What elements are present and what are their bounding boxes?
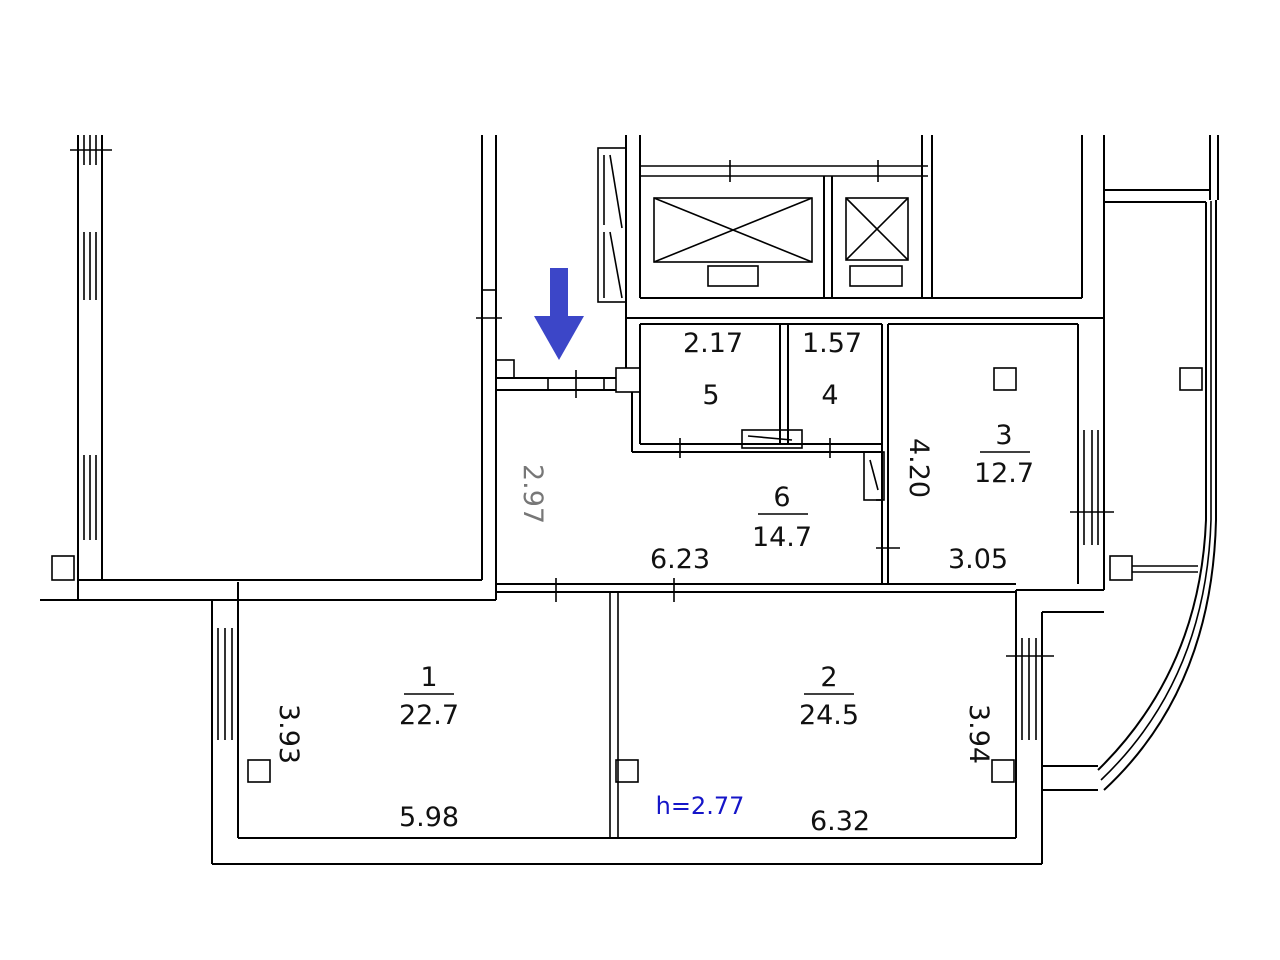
room4-width: 1.57 — [802, 328, 862, 359]
room-2-label: 2 24.5 6.32 3.94 h=2.77 — [656, 662, 994, 837]
room6-width: 6.23 — [650, 544, 710, 575]
room5-width: 2.17 — [683, 328, 743, 359]
room4-number: 4 — [821, 380, 838, 411]
room-1-label: 1 22.7 5.98 3.93 — [273, 662, 459, 833]
room3-area: 12.7 — [974, 458, 1034, 489]
room-3-label: 3 12.7 3.05 4.20 — [903, 420, 1034, 575]
room3-height: 4.20 — [903, 438, 934, 498]
left-wing — [40, 135, 502, 601]
room-5-label: 2.17 5 — [683, 328, 743, 411]
room2-number: 2 — [820, 662, 837, 693]
room1-window — [217, 628, 233, 740]
ventilation-shaft-icon — [741, 429, 885, 501]
room3-window — [1070, 430, 1114, 545]
room6-height: 2.97 — [517, 464, 548, 524]
room3-width: 3.05 — [948, 544, 1008, 575]
room-4-label: 1.57 4 — [802, 328, 862, 411]
room6-number: 6 — [773, 482, 790, 513]
room3-number: 3 — [995, 420, 1012, 451]
room2-area: 24.5 — [799, 700, 859, 731]
room1-area: 22.7 — [399, 700, 459, 731]
room1-width: 5.98 — [399, 802, 459, 833]
elevator-icon — [597, 135, 933, 303]
room2-height: 3.94 — [963, 704, 994, 764]
room-6-label: 6 14.7 6.23 2.97 — [517, 464, 812, 575]
interior-walls-upper — [495, 135, 1114, 590]
room2-width: 6.32 — [810, 806, 870, 837]
room5-number: 5 — [702, 380, 719, 411]
room1-number: 1 — [420, 662, 437, 693]
outer-walls — [211, 582, 1104, 865]
ceiling-height: h=2.77 — [656, 792, 745, 820]
left-windows — [70, 135, 112, 540]
room1-height: 3.93 — [273, 704, 304, 764]
room2-window — [1006, 638, 1054, 740]
room6-area: 14.7 — [752, 522, 812, 553]
balcony — [1097, 135, 1219, 791]
entrance-arrow-icon — [534, 268, 584, 360]
interior-walls-lower — [496, 578, 1016, 838]
